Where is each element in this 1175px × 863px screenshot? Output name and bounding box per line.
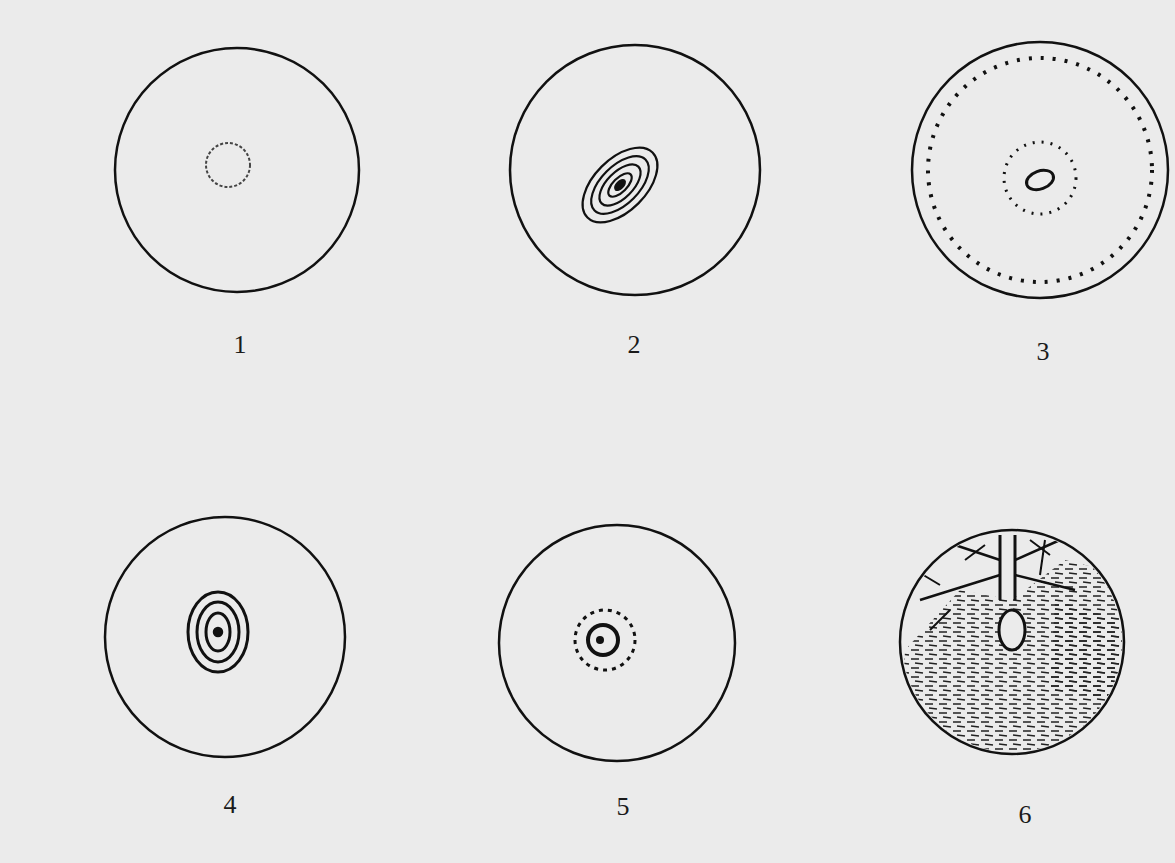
cell-outline [510,45,760,295]
nucleus [588,625,618,655]
nucleus [1024,167,1056,193]
cell-outline [105,517,345,757]
cell-outline [499,525,735,761]
nucleus [999,610,1025,650]
figure-number: 5 [617,794,630,820]
cell-outline [900,530,1124,754]
figure-number: 2 [628,332,641,358]
figure-number: 6 [1019,802,1032,828]
dotted-ring [575,610,635,670]
branched-network [900,535,1125,760]
figure-number: 4 [224,792,237,818]
figure-number: 3 [1037,339,1050,365]
concentric-body [569,134,671,236]
dotted-ring [1004,142,1076,214]
concentric-body [188,592,248,672]
cell-outline [115,48,359,292]
nucleus [206,143,250,187]
dotted-ring [928,58,1152,282]
cell-outline [912,42,1168,298]
figure-number: 1 [234,332,247,358]
